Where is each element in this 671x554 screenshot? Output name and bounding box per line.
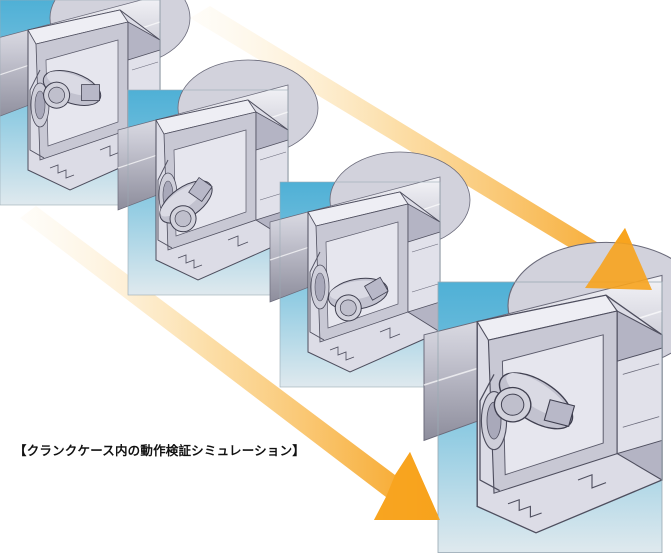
- motion-arrow-upper: [190, 6, 652, 290]
- caption: 【クランクケース内の動作検証シミュレーション】: [14, 443, 305, 458]
- arrow-head-lower: [374, 452, 440, 520]
- motion-arrow-lower: [20, 206, 440, 520]
- arrow-head-upper: [585, 228, 652, 290]
